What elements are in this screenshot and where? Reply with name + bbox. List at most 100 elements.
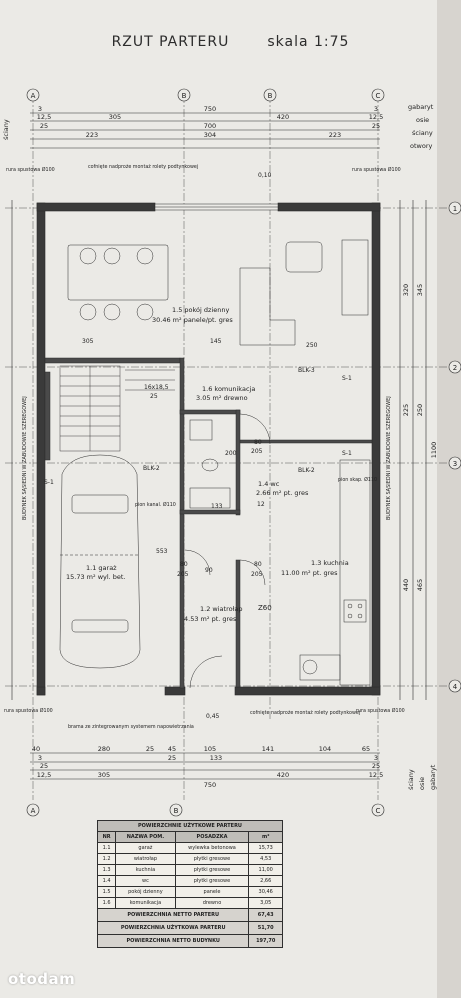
cell: 1.2 [96,853,117,865]
axis-label-3-top: B [268,92,273,100]
label-0-45: 0,45 [206,713,220,720]
sheet-edge [437,0,461,998]
label-12: 12 [257,501,265,508]
dim-right-225: 225 [402,404,410,416]
dim-bottom-3-right: 3 [374,754,378,762]
label-s1a: S-1 [342,375,352,382]
dim-top-420: 420 [277,113,289,121]
note-budynek-left: BUDYNEK SĄSIEDNI W ZABUDOWIE SZEREGOWEJ [22,396,28,520]
cell: 30,46 [248,886,283,898]
axis-bubble-3-top [263,88,277,102]
cell: garaż [115,842,176,854]
room-1-2-no: 1.2 wiatrołap [200,605,243,613]
total-value: 67,43 [248,908,283,922]
label-205-a: 205 [251,448,263,455]
cell: 1.4 [96,875,117,887]
cell: kuchnia [115,864,176,876]
label-25a: 25 [150,393,158,400]
dim-right-440: 440 [402,579,410,591]
label-80-d: 80 [180,561,188,568]
label-553: 553 [156,548,168,555]
label-90: 90 [205,567,213,574]
label-205-e: 205 [251,571,263,578]
label-80-a: 80 [254,439,262,446]
dim-bottom-25: 25 [146,745,154,753]
cell: 1.3 [96,864,117,876]
beam-blk2a: BLK-2 [143,465,160,472]
cell: komunikacja [115,897,176,909]
cell: płytki gresowe [174,853,250,865]
room-1-6-area: 3.05 m² drewno [196,394,248,402]
axis-label-a-bottom: A [31,807,36,815]
note-rura-se: rura spustowa Ø100 [356,707,405,714]
axis-bubble-c-top [371,88,385,102]
row-axis-label-2: 2 [453,364,457,372]
dim-top-3: 3 [38,105,42,113]
dim-bottom-305: 305 [98,771,110,779]
note-pion-skap: pion skap. Ø110 [338,476,377,483]
title-text: RZUT PARTERU [111,34,230,50]
cell: panele [174,886,250,898]
axis-label-c-bottom: C [376,807,381,815]
dim-top-25: 25 [40,122,48,130]
dim-bottom-40: 40 [32,745,40,753]
dim-bottom-420: 420 [277,771,289,779]
room-1-5-area: 30.46 m² panele/pt. gres [152,316,233,324]
note-rura-sw: rura spustowa Ø100 [4,707,53,714]
table-title: POWIERZCHNIE UŻYTKOWE PARTERU [97,820,283,832]
dim-top-223: 223 [86,131,98,139]
label-s1b: S-1 [342,450,352,457]
dim-right-345: 345 [416,284,424,296]
dim-top-750: 750 [204,105,216,113]
label-otwory-top: otwory [410,142,432,150]
label-250: 250 [306,342,318,349]
dim-bottom-65: 65 [362,745,370,753]
note-budynek-right: BUDYNEK SĄSIEDNI W ZABUDOWIE SZEREGOWEJ [386,396,392,520]
axis-label-a-top: A [31,92,36,100]
dim-bottom-45: 45 [168,745,176,753]
axis-bubble-c-bottom [371,803,385,817]
dim-bottom-133: 133 [210,754,222,762]
row-axis-label-1: 1 [453,205,457,213]
dim-right-1100: 1100 [430,442,438,459]
cell: 1.1 [96,842,117,854]
axis-bubble-b-bottom [169,803,183,817]
axis-bubble-row-4 [448,679,461,693]
note-brama: brama ze zintegrowanym systemem napowiet… [68,724,194,730]
cell: 15,73 [248,842,283,854]
label-sciany-bottom: ściany [407,769,415,790]
label-z60: Z60 [258,604,272,612]
room-1-3-area: 11.00 m² pt. gres [281,569,338,577]
cell: wiatrołap [115,853,176,865]
label-gabaryt-bottom: gabaryt [429,764,437,790]
label-200: 200 [225,450,237,457]
axis-bubble-row-1 [448,201,461,215]
room-1-3-no: 1.3 kuchnia [311,559,349,567]
row-axis-label-3: 3 [453,460,457,468]
dim-top-304: 304 [204,131,216,139]
label-0-10: 0,10 [258,172,272,179]
dim-bottom-25b: 25 [40,762,48,770]
axis-bubble-row-3 [448,456,461,470]
room-1-5-no: 1.5 pokój dzienny [172,306,229,314]
axis-bubble-b-top [177,88,191,102]
note-rura-ne: rura spustowa Ø100 [352,166,401,173]
dim-bottom-750: 750 [204,781,216,789]
cell: 2,66 [248,875,283,887]
label-305: 305 [82,338,94,345]
table-header-name: NAZWA POM. [115,831,176,843]
dim-bottom-25d: 25 [372,762,380,770]
dim-bottom-12-5: 12,5 [37,771,51,779]
otodam-watermark: otodam [8,970,76,988]
area-table: POWIERZCHNIE UŻYTKOWE PARTERU NR NAZWA P… [96,820,283,948]
note-roleta-bottom: cofnięte nadproże montaż rolety podtynko… [250,710,360,716]
table-header-nr: NR [96,831,117,843]
